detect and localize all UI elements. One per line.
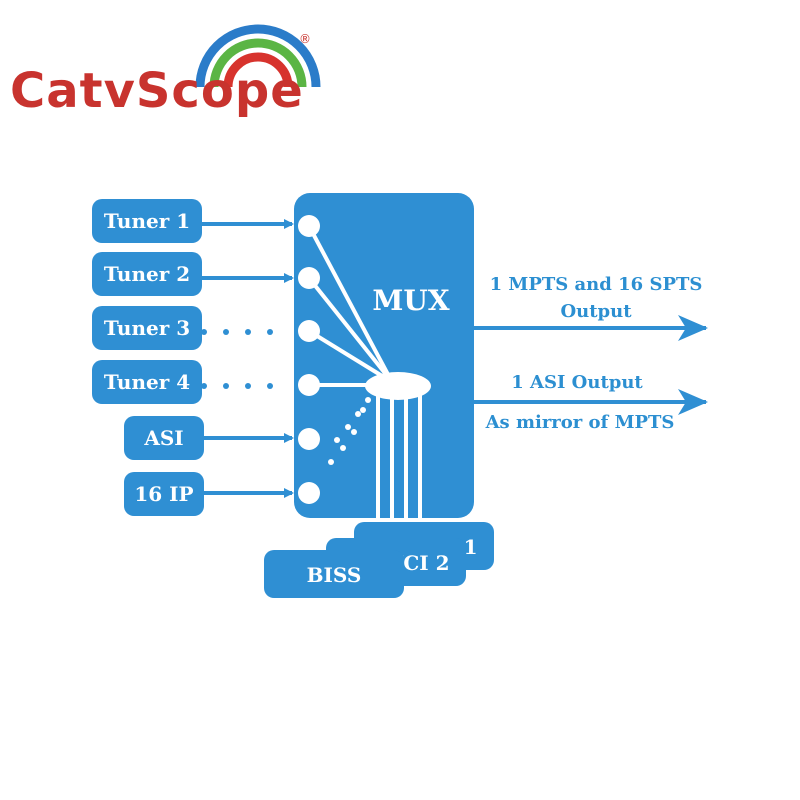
output-label-line2: As mirror of MPTS (485, 412, 675, 433)
brand-text: CatvScope (10, 63, 304, 119)
output-asi-mirror: 1 ASI Output As mirror of MPTS (474, 372, 708, 433)
mux-block: MUX (294, 193, 474, 520)
input-label: 16 IP (134, 482, 193, 506)
mux-core (365, 372, 431, 400)
input-tuner-2: Tuner 2 (92, 252, 294, 296)
mux-label: MUX (372, 284, 449, 317)
input-asi: ASI (124, 416, 294, 460)
registered-mark: ® (299, 32, 311, 46)
dotted-connection (201, 329, 273, 335)
input-label: Tuner 1 (104, 209, 190, 233)
catvscope-logo: ® CatvScope (10, 15, 321, 119)
input-tuner-1: Tuner 1 (92, 199, 294, 243)
output-label-line2: Output (560, 301, 632, 322)
input-ports (298, 215, 320, 504)
asi-ip-dotted-link (328, 397, 371, 465)
input-16-ip: 16 IP (124, 472, 294, 516)
dotted-connection (201, 383, 273, 389)
input-label: Tuner 4 (104, 370, 190, 394)
module-biss: BISS (264, 550, 404, 598)
output-mpts-spts: 1 MPTS and 16 SPTS Output (474, 274, 708, 341)
module-label: BISS (307, 563, 362, 587)
input-tuner-3: Tuner 3 (92, 306, 273, 350)
input-label: Tuner 2 (104, 262, 190, 286)
input-label: ASI (143, 426, 183, 450)
output-label-line1: 1 MPTS and 16 SPTS (490, 274, 703, 295)
input-label: Tuner 3 (104, 316, 190, 340)
signal-arcs-icon: ® (195, 24, 321, 88)
input-tuner-4: Tuner 4 (92, 360, 273, 404)
output-label-line1: 1 ASI Output (511, 372, 643, 393)
